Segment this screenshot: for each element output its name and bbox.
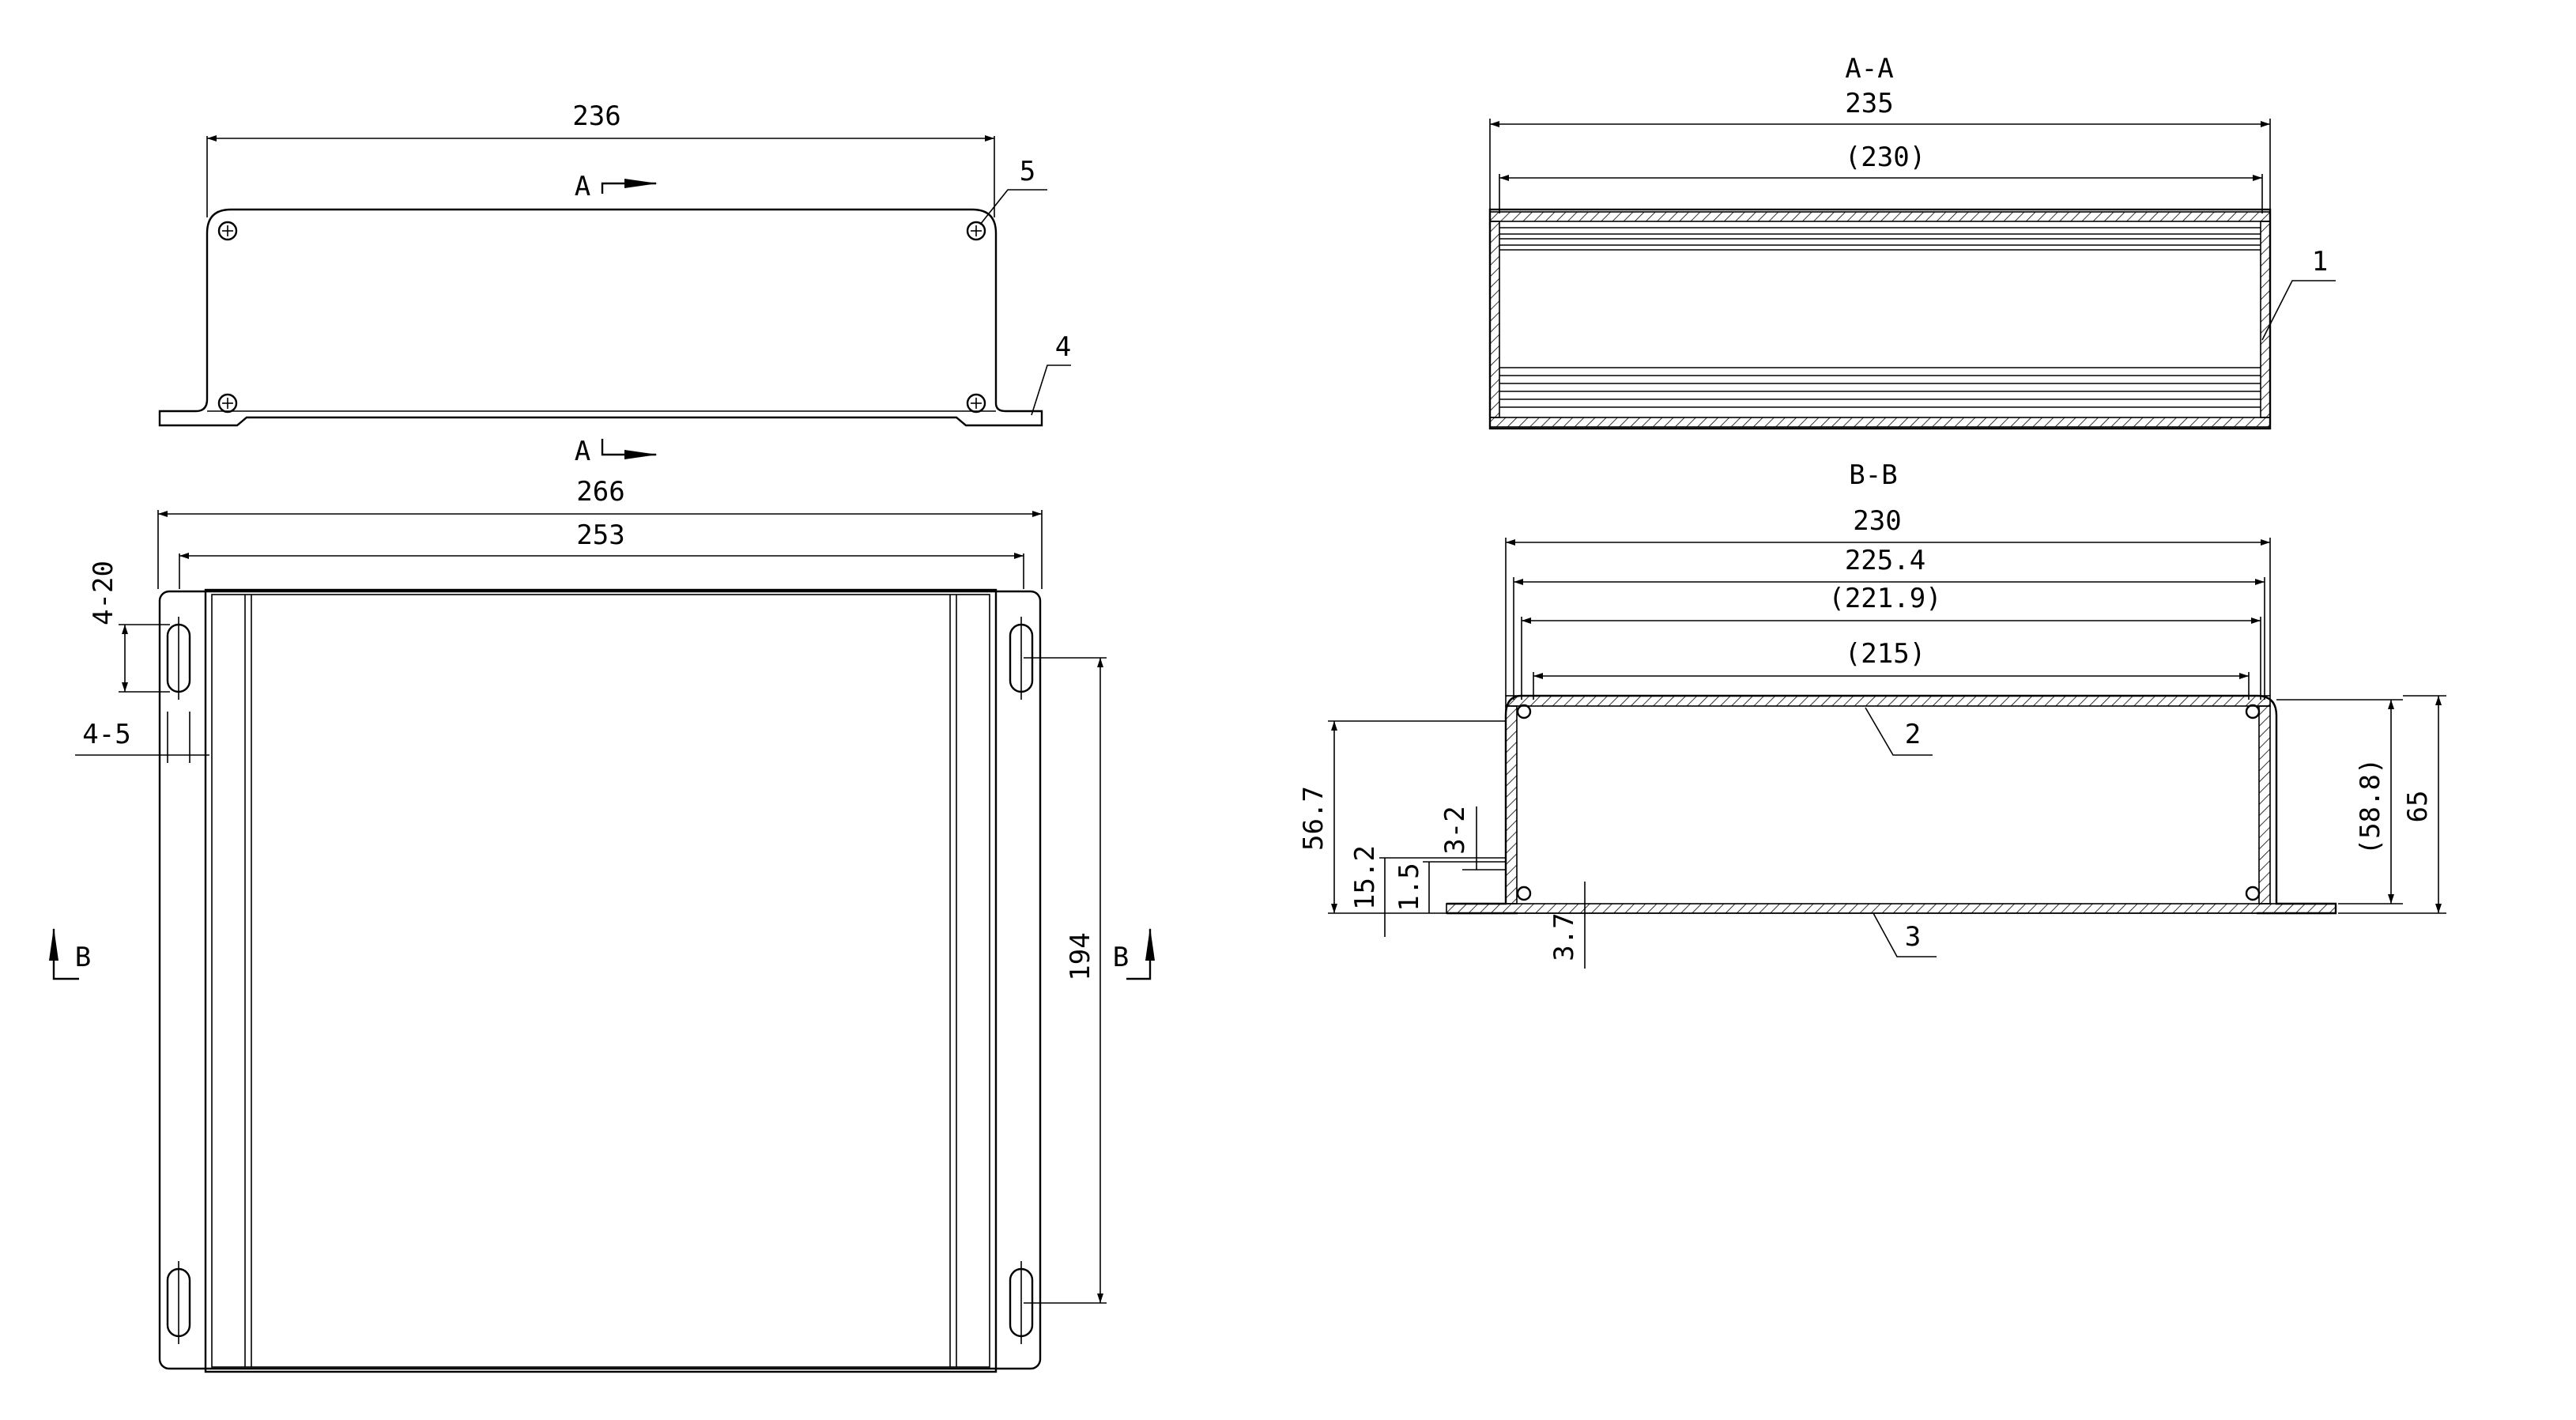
hatched-base-plate	[1446, 903, 2337, 914]
callout-2: 2	[1905, 719, 1921, 750]
dimension-235: 235	[1845, 88, 1893, 119]
dimension-225-4: 225.4	[1845, 545, 1925, 576]
dimension-253: 253	[576, 519, 624, 551]
base-3-7: 3.7	[1548, 912, 1580, 961]
callout-1: 1	[2312, 246, 2328, 278]
leader-line-3	[1873, 912, 1937, 957]
arrow-icon	[624, 450, 658, 459]
hatched-bottom-wall	[1489, 417, 2271, 428]
height-15-2: 15.2	[1349, 845, 1381, 910]
height-65: 65	[2402, 791, 2434, 823]
arrow-icon	[49, 927, 58, 961]
hatched-left-wall	[1489, 221, 1500, 418]
dimension-236: 236	[572, 100, 620, 132]
enclosure-front-outline	[158, 208, 1043, 427]
callout-3: 3	[1905, 921, 1921, 953]
screw-icon	[966, 221, 986, 241]
section-marker-a-bottom: A	[575, 436, 590, 467]
arrow-icon	[624, 179, 658, 188]
leader-line-5	[979, 189, 1047, 225]
section-a-a: A-A 235 (230) 1	[1488, 53, 2336, 430]
base-plate-outline	[158, 590, 1042, 1370]
section-marker-a-top: A	[575, 171, 590, 202]
height-1-5: 1.5	[1394, 863, 1425, 911]
section-title-b-b: B-B	[1849, 459, 1897, 491]
enclosure-inner-line	[211, 594, 990, 1368]
screw-icon	[1516, 704, 1532, 719]
dimension-230-ref: (230)	[1845, 142, 1925, 173]
screw-icon	[2245, 886, 2261, 901]
leader-line-1	[2261, 280, 2336, 341]
dimension-221-9: (221.9)	[1828, 583, 1941, 614]
section-b-b-outline	[1446, 694, 2337, 915]
leader-line-2	[1865, 707, 1933, 756]
profile-ribs-top	[1499, 227, 2261, 251]
hatched-left-side	[1505, 705, 1518, 904]
section-a-a-outline	[1488, 208, 2272, 430]
front-view: 236 A A 5 4	[158, 100, 1071, 467]
hatched-right-wall	[2260, 221, 2271, 418]
dimension-266: 266	[576, 476, 624, 508]
hatched-top-cover	[1505, 695, 2271, 707]
height-56-7: 56.7	[1298, 786, 1329, 851]
hatched-right-side	[2258, 705, 2271, 904]
callout-4: 4	[1055, 331, 1071, 363]
section-marker-b-right: B	[1113, 942, 1129, 973]
callout-5: 5	[1020, 156, 1035, 187]
hatched-top-wall	[1489, 211, 2271, 222]
arrow-icon	[1145, 927, 1155, 961]
screw-icon	[2245, 704, 2261, 719]
leader-line-4	[1031, 364, 1071, 416]
slot-spacing-194: 194	[1065, 932, 1096, 980]
enclosure-body-outline	[204, 588, 998, 1373]
slot-length-4-20: 4-20	[88, 561, 119, 625]
hole-spec-3-2: 3-2	[1439, 806, 1471, 854]
section-b-b: B-B 230 225.4 (221.9) (215) 56.7	[1298, 459, 2446, 969]
slot-width-4-5: 4-5	[82, 719, 130, 750]
screw-icon	[217, 393, 238, 414]
dimension-230: 230	[1853, 505, 1901, 537]
height-58-8: (58.8)	[2355, 758, 2386, 855]
section-title-a-a: A-A	[1845, 53, 1893, 85]
mounting-slot	[166, 1261, 191, 1344]
screw-icon	[966, 393, 986, 414]
dimension-215: (215)	[1845, 638, 1925, 670]
mounting-slot	[166, 617, 191, 700]
screw-icon	[1516, 886, 1532, 901]
section-marker-b-left: B	[75, 942, 91, 973]
plan-view: 266 253	[49, 476, 1155, 1373]
screw-icon	[217, 221, 238, 241]
profile-ribs-bottom	[1499, 367, 2261, 408]
